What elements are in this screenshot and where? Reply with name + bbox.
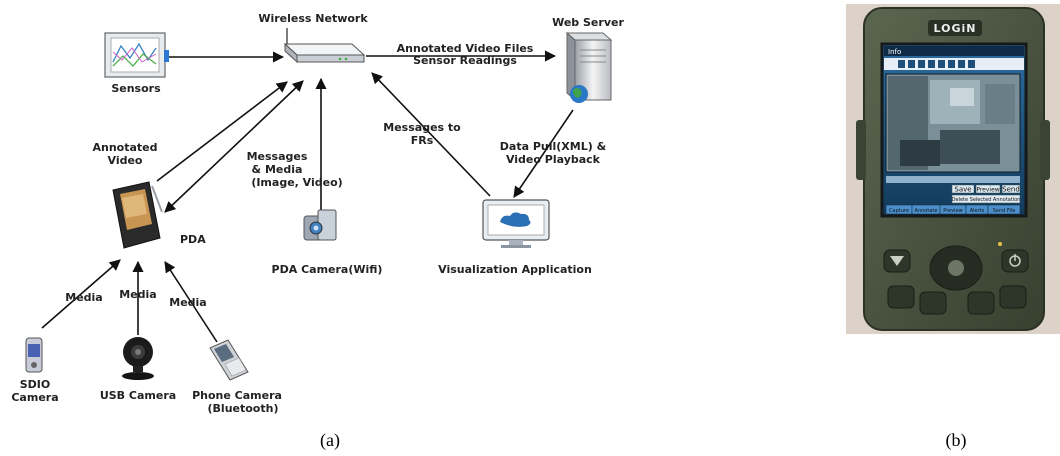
device-tab-send-file[interactable] [987, 204, 1021, 215]
device-toolbar-icons [898, 60, 975, 68]
device-tab-capture-label: Capture [889, 208, 909, 214]
edge-phone-to-pda [164, 261, 218, 343]
phone-camera-icon [209, 339, 249, 381]
label-annotated-video-line1: Annotated [92, 141, 157, 154]
device-delete-label: Delete Selected Annotation [952, 197, 1021, 203]
label-messages-frs-line1: Messages to [383, 121, 461, 134]
edge-sdio-to-pda [41, 259, 121, 329]
label-visualization: Visualization Application [438, 263, 592, 276]
device-tab-send-file-label: Send File [993, 208, 1016, 214]
label-phone-camera-line1: Phone Camera [192, 389, 282, 402]
edge-server-to-visualization [513, 109, 574, 198]
pda-camera-icon [303, 209, 337, 241]
label-messages-media-line1: Messages [247, 150, 308, 163]
label-sensors: Sensors [111, 82, 161, 95]
sensors-icon [104, 32, 169, 78]
device-preview-button[interactable] [975, 184, 1001, 194]
label-media-usb: Media [119, 288, 156, 301]
label-annotated-files-line2: Sensor Readings [413, 54, 517, 67]
router-icon [283, 28, 366, 64]
device-tab-alerts-label: Alerts [970, 208, 985, 214]
device-delete-select[interactable] [951, 194, 1021, 204]
visualization-monitor-icon [482, 199, 550, 248]
label-media-phone: Media [169, 296, 206, 309]
device-save-button[interactable] [951, 184, 975, 194]
label-messages-frs-line2: FRs [411, 134, 434, 147]
label-sdio-line1: SDIO [20, 378, 51, 391]
label-annotated-video-line2: Video [108, 154, 143, 167]
label-media-sdio: Media [65, 291, 102, 304]
device-brand: LOGiN [934, 22, 977, 35]
label-data-pull-line1: Data Pull(XML) & [500, 140, 607, 153]
device-key-4[interactable] [999, 285, 1027, 309]
usb-camera-icon [122, 337, 154, 380]
label-phone-camera-line2: (Bluetooth) [208, 402, 279, 415]
caption-b: (b) [946, 430, 967, 451]
web-server-icon [565, 31, 613, 103]
device-key-2[interactable] [919, 291, 947, 315]
label-annotated-files-line1: Annotated Video Files [397, 42, 534, 55]
device-tab-annotate-label: Annotate [915, 208, 938, 214]
edges [41, 50, 574, 343]
device-screen-title: Info [888, 48, 901, 56]
pda-icon [112, 181, 163, 249]
label-usb-camera: USB Camera [100, 389, 176, 402]
device-hardware-controls [883, 242, 1029, 315]
device-key-3[interactable] [967, 291, 995, 315]
device-preview-label: Preview [976, 187, 999, 194]
label-data-pull-line2: Video Playback [506, 153, 601, 166]
diagram-a: Wireless Network Sensors Web Server Anno… [11, 12, 624, 415]
device-save-label: Save [954, 186, 971, 194]
label-pda-camera: PDA Camera(Wifi) [272, 263, 383, 276]
device-send-label: Send [1002, 186, 1020, 194]
label-messages-media-line2: & Media [252, 163, 303, 176]
label-web-server: Web Server [552, 16, 624, 29]
rugged-pda-photo: LOGiN Info Save Preview Send Delete Sele… [846, 4, 1060, 334]
caption-a: (a) [320, 430, 340, 451]
label-sdio-line2: Camera [11, 391, 58, 404]
edge-visualization-to-network [371, 72, 491, 197]
sdio-camera-icon [25, 337, 43, 373]
device-send-button[interactable] [1001, 184, 1021, 194]
label-pda: PDA [180, 233, 206, 246]
device-tab-bar: Capture Annotate Preview Alerts Send Fil… [885, 204, 1021, 215]
edge-network-pda-bidirectional [164, 80, 304, 213]
device-key-1[interactable] [887, 285, 915, 309]
label-messages-media-line3: (Image, Video) [251, 176, 342, 189]
device-tab-preview-label: Preview [943, 208, 962, 214]
label-wireless-network: Wireless Network [258, 12, 368, 25]
